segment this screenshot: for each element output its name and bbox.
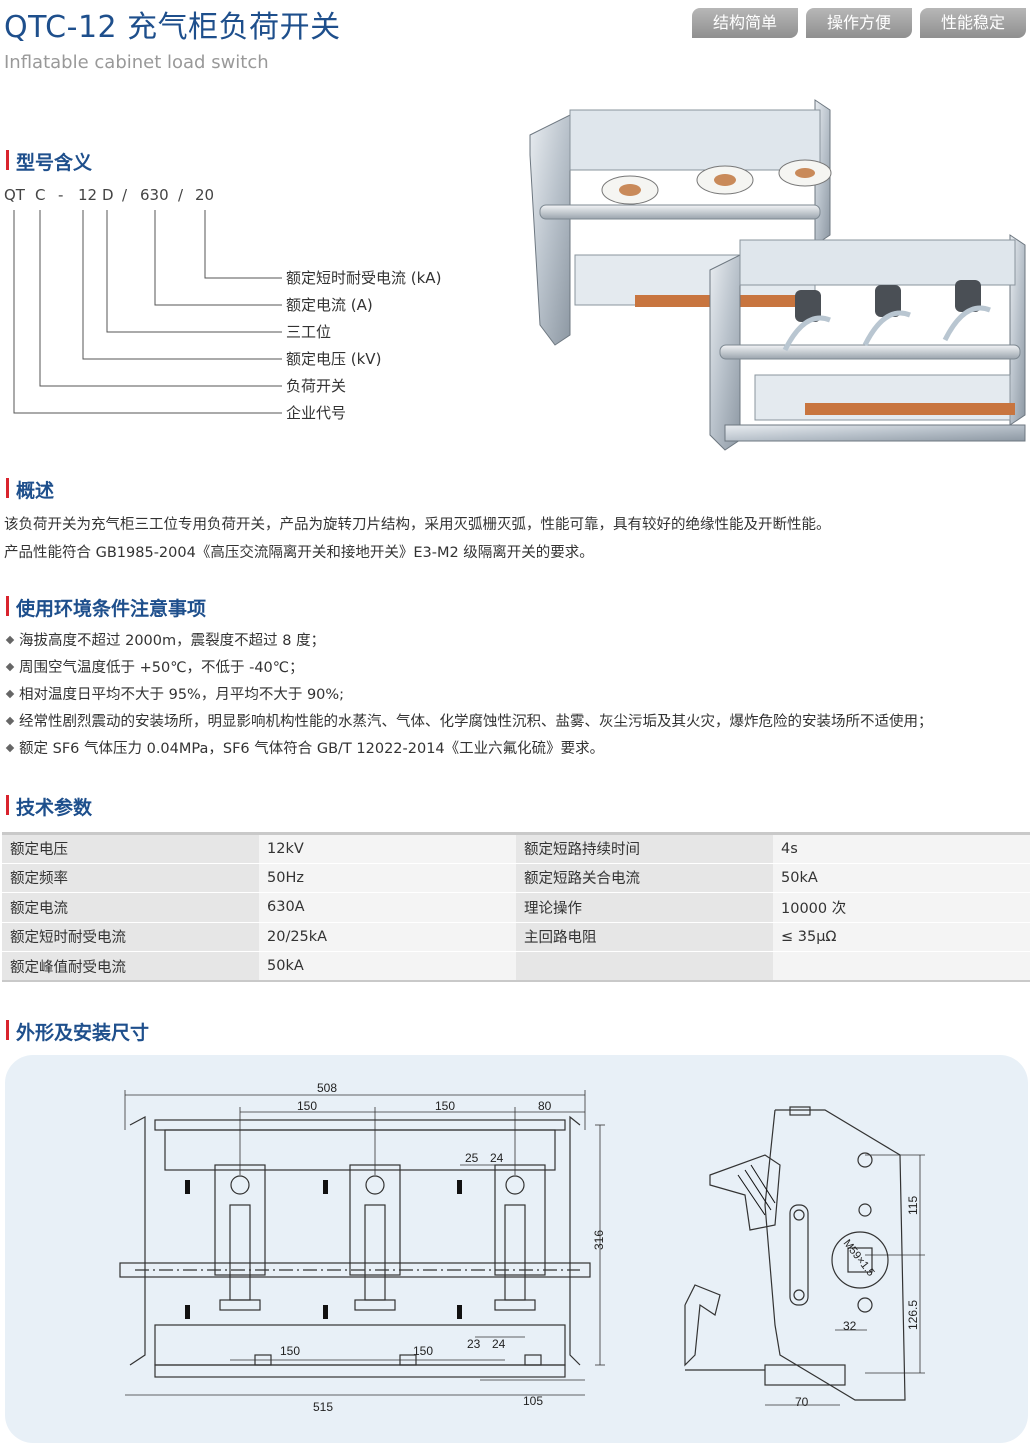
spec-label: 额定峰值耐受电流 [2, 951, 259, 982]
spec-value: 630A [259, 892, 516, 923]
dim-thread: M59×1.5 [841, 1237, 877, 1278]
dim-pitch-bottom-2: 150 [413, 1344, 433, 1358]
spec-value: 10000 次 [773, 892, 1030, 923]
spec-value: 20/25kA [259, 922, 516, 952]
bullet-icon [5, 662, 15, 672]
spec-value: 50kA [259, 951, 516, 982]
page-title: QTC-12 充气柜负荷开关 [4, 10, 341, 45]
feature-tag: 操作方便 [806, 8, 912, 38]
section-heading-dimensions: 外形及安装尺寸 [6, 1018, 149, 1045]
code-part: / [178, 186, 184, 204]
list-item: 额定 SF6 气体压力 0.04MPa，SF6 气体符合 GB/T 12022-… [4, 738, 933, 765]
table-row: 额定电流 630A 理论操作 10000 次 [2, 892, 1030, 923]
code-part: QT [4, 186, 25, 204]
table-row: 额定峰值耐受电流 50kA [2, 951, 1030, 982]
spec-label: 理论操作 [516, 892, 773, 923]
code-part: - [58, 186, 64, 204]
model-meaning-list: 额定短时耐受电流 (kA) 额定电流 (A) 三工位 额定电压 (kV) 负荷开… [286, 268, 441, 430]
spec-label: 额定电流 [2, 892, 259, 923]
dim-height: 316 [592, 1230, 606, 1250]
section-heading-environment: 使用环境条件注意事项 [6, 594, 206, 621]
dim-side-base: 70 [795, 1395, 809, 1409]
spec-value: ≤ 35μΩ [773, 922, 1030, 952]
feature-tags: 结构简单 操作方便 性能稳定 [692, 8, 1026, 38]
dim-right-top: 80 [538, 1099, 552, 1113]
meaning-item: 额定短时耐受电流 (kA) [286, 269, 442, 287]
spec-value: 50Hz [259, 863, 516, 893]
bullet-icon [5, 743, 15, 753]
page-subtitle: Inflatable cabinet load switch [4, 52, 269, 73]
spec-value: 50kA [773, 863, 1030, 893]
meaning-item: 企业代号 [286, 404, 347, 422]
overview-line: 产品性能符合 GB1985-2004《高压交流隔离开关和接地开关》E3-M2 级… [4, 545, 594, 561]
code-part: 20 [195, 186, 215, 204]
dim-small-a: 25 [465, 1151, 479, 1165]
overview-line: 该负荷开关为充气柜三工位专用负荷开关，产品为旋转刀片结构，采用灭弧栅灭弧，性能可… [4, 517, 831, 533]
section-heading-overview: 概述 [6, 476, 54, 503]
list-item: 海拔高度不超过 2000m，震裂度不超过 8 度； [4, 630, 933, 657]
table-row: 额定频率 50Hz 额定短路关合电流 50kA [2, 863, 1030, 893]
feature-tag: 结构简单 [692, 8, 798, 38]
bullet-icon [5, 689, 15, 699]
spec-label: 额定电压 [2, 833, 259, 864]
dim-small-d: 24 [492, 1337, 506, 1351]
spec-table: 额定电压 12kV 额定短路持续时间 4s 额定频率 50Hz 额定短路关合电流… [2, 832, 1030, 982]
code-part: 630 [140, 186, 169, 204]
meaning-item: 额定电流 (A) [286, 296, 373, 314]
spec-label [516, 951, 773, 982]
spec-label: 额定频率 [2, 863, 259, 893]
spec-label: 主回路电阻 [516, 922, 773, 952]
spec-label: 额定短路持续时间 [516, 833, 773, 864]
spec-label: 额定短路关合电流 [516, 863, 773, 893]
product-photo [529, 99, 1026, 451]
dim-small-b: 24 [490, 1151, 504, 1165]
section-heading-model: 型号含义 [6, 148, 92, 175]
dim-overall-bottom: 515 [313, 1400, 333, 1414]
dim-pitch-top-1: 150 [297, 1099, 317, 1113]
code-part: C [35, 186, 46, 204]
list-item: 周围空气温度低于 +50℃，不低于 -40℃； [4, 657, 933, 684]
feature-tag: 性能稳定 [920, 8, 1026, 38]
spec-value: 12kV [259, 833, 516, 864]
dim-pitch-bottom-1: 150 [280, 1344, 300, 1358]
code-part: 12 [78, 186, 98, 204]
list-item: 相对温度日平均不大于 95%，月平均不大于 90%; [4, 684, 933, 711]
dimension-drawing: 508 150 150 80 25 24 316 150 150 23 24 1… [119, 1081, 925, 1414]
bullet-icon [5, 635, 15, 645]
model-code-diagram: QT C - 12 D / 630 / 20 [0, 186, 282, 426]
spec-label: 额定短时耐受电流 [2, 922, 259, 952]
meaning-item: 额定电压 (kV) [286, 350, 382, 368]
code-part: D [102, 186, 114, 204]
section-heading-specs: 技术参数 [6, 793, 92, 820]
spec-value: 4s [773, 833, 1030, 864]
table-row: 额定电压 12kV 额定短路持续时间 4s [2, 833, 1030, 864]
dim-pitch-top-2: 150 [435, 1099, 455, 1113]
list-item: 经常性剧烈震动的安装场所，明显影响机构性能的水蒸汽、气体、化学腐蚀性沉积、盐雾、… [4, 711, 933, 738]
table-row: 额定短时耐受电流 20/25kA 主回路电阻 ≤ 35μΩ [2, 922, 1030, 952]
dim-overall-top: 508 [317, 1081, 337, 1095]
dim-small-c: 23 [467, 1337, 481, 1351]
code-leader-lines [13, 210, 282, 414]
dim-side-offset: 32 [843, 1319, 857, 1333]
code-part: / [122, 186, 128, 204]
dim-side-lower: 126.5 [906, 1300, 920, 1330]
dim-right-bottom: 105 [523, 1394, 543, 1408]
meaning-item: 三工位 [286, 323, 332, 341]
dimension-drawing-panel: 508 150 150 80 25 24 316 150 150 23 24 1… [5, 1055, 1028, 1443]
dim-side-upper: 115 [906, 1196, 920, 1215]
meaning-item: 负荷开关 [286, 377, 347, 395]
bullet-icon [5, 716, 15, 726]
environment-list: 海拔高度不超过 2000m，震裂度不超过 8 度； 周围空气温度低于 +50℃，… [4, 630, 933, 765]
spec-value [773, 951, 1030, 982]
